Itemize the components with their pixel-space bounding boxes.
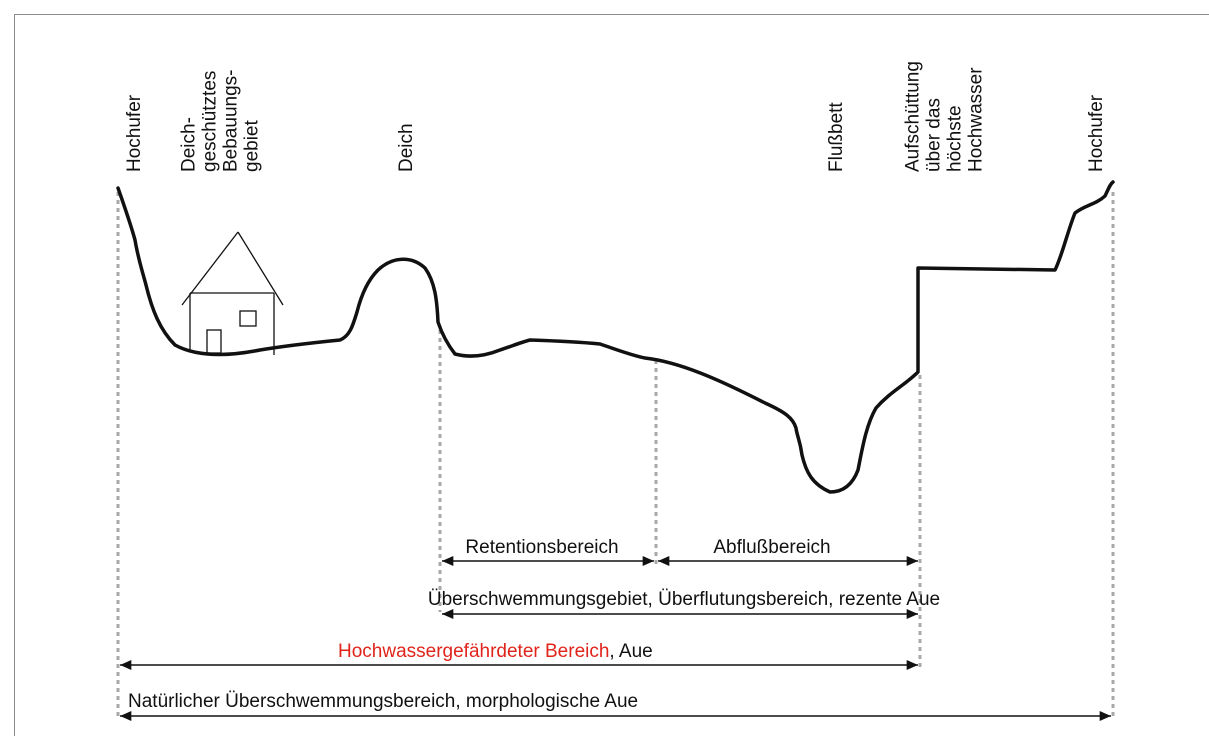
top-labels: Hochufer Deich-geschütztesBebauungs-gebie… xyxy=(124,61,1107,172)
label-deichgeschuetztes-gebiet-line: Deich- xyxy=(179,117,200,172)
label-flussbett: Flußbett xyxy=(826,102,847,172)
retention-label: Retentionsbereich xyxy=(465,537,618,558)
house-icon xyxy=(181,231,284,355)
label-aufschuettung-line: über das xyxy=(924,98,945,172)
abfluss-label: Abflußbereich xyxy=(713,537,830,558)
label-deich-line: Deich xyxy=(396,123,417,172)
label-aufschuettung-line: Hochwasser xyxy=(966,67,987,172)
label-aufschuettung-line: Aufschüttung xyxy=(903,61,924,172)
natuerlich-label: Natürlicher Überschwemmungsbereich, morp… xyxy=(128,691,638,712)
hochwasser-highlight: Hochwassergefährdeter Bereich xyxy=(338,641,609,662)
label-hochufer-right-line: Hochufer xyxy=(1086,94,1107,172)
label-deichgeschuetztes-gebiet-line: gebiet xyxy=(242,120,263,172)
label-aufschuettung-line: höchste xyxy=(945,105,966,172)
label-hochufer-left: Hochufer xyxy=(124,94,145,172)
label-aufschuettung: Aufschüttungüber dashöchsteHochwasser xyxy=(903,61,987,172)
guide-lines xyxy=(116,192,1115,718)
label-flussbett-line: Flußbett xyxy=(826,102,847,172)
label-hochufer-right: Hochufer xyxy=(1086,94,1107,172)
label-deichgeschuetztes-gebiet-line: geschütztes xyxy=(200,71,221,172)
hochwasser-label: Hochwassergefährdeter Bereich, Aue xyxy=(338,641,653,662)
label-hochufer-left-line: Hochufer xyxy=(124,94,145,172)
label-deich: Deich xyxy=(396,123,417,172)
terrain-profile xyxy=(116,180,1115,494)
diagram-frame xyxy=(14,14,1209,736)
hochwasser-rest: , Aue xyxy=(609,641,652,662)
ueberschwemmung-label: Überschwemmungsgebiet, Überflutungsberei… xyxy=(428,589,940,610)
label-deichgeschuetztes-gebiet: Deich-geschütztesBebauungs-gebiet xyxy=(179,70,263,172)
range-arrows xyxy=(120,555,1111,722)
label-deichgeschuetztes-gebiet-line: Bebauungs- xyxy=(221,70,242,172)
